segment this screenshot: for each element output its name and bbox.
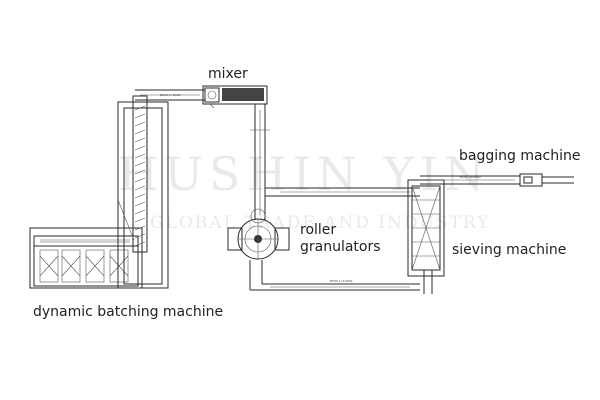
bottom-conveyor: B500 L=15000 <box>249 260 420 291</box>
watermark: HUSHIN YIN GLOBAL TRADE AND INDUSTRY <box>118 147 490 233</box>
label-mixer: mixer <box>208 66 248 82</box>
bagging-machine-unit <box>519 173 574 187</box>
roller-granulators <box>227 208 290 260</box>
label-roller: roller <box>300 222 336 238</box>
top-belt-conveyor: B500 L=6000 <box>135 89 205 101</box>
dynamic-batching-machine <box>29 227 143 289</box>
label-dynamic-batching-machine: dynamic batching machine <box>33 304 223 320</box>
svg-text:B500 L=8000: B500 L=8000 <box>460 175 481 179</box>
upper-return-conveyor <box>265 187 420 197</box>
bagging-conveyor: B500 L=8000 <box>420 175 520 185</box>
watermark-brand: HUSHIN YIN <box>118 147 490 201</box>
label-bagging-machine: bagging machine <box>459 148 581 164</box>
mixer-unit <box>202 85 268 109</box>
label-granulators: granulators <box>300 239 381 255</box>
inclined-conveyor <box>117 95 169 289</box>
svg-text:B500 L=15000: B500 L=15000 <box>330 279 353 283</box>
vertical-conveyor <box>250 104 270 220</box>
svg-text:B500 L=6000: B500 L=6000 <box>160 93 181 97</box>
label-sieving-machine: sieving machine <box>452 242 566 258</box>
sieving-machine-unit <box>407 179 445 294</box>
